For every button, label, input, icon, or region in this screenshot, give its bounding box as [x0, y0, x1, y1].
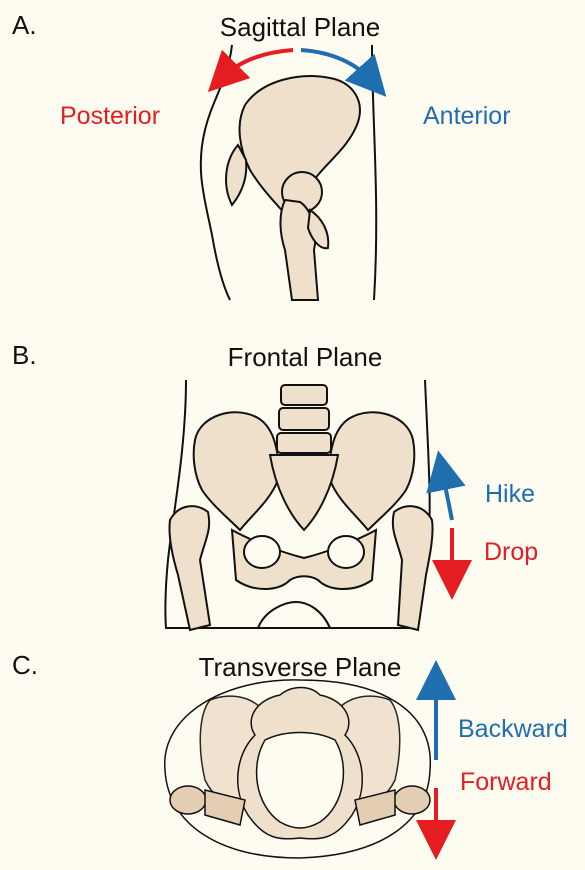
pelvic-inlet: [257, 733, 344, 829]
right-femoral-head: [394, 786, 430, 814]
panel-letter-a: A.: [12, 10, 37, 41]
transverse-title: Transverse Plane: [180, 652, 420, 683]
sacrum-shape: [226, 145, 246, 205]
forward-label: Forward: [460, 768, 552, 797]
panel-sagittal: A. Sagittal Plane Posterior Anterior: [0, 0, 585, 310]
left-femur: [169, 506, 210, 630]
left-obturator: [244, 536, 280, 568]
sagittal-title: Sagittal Plane: [200, 12, 400, 43]
body-outline-front: [372, 45, 376, 300]
hike-arrow: [442, 470, 452, 520]
posterior-arrow: [222, 50, 293, 78]
vertebra-2: [279, 408, 329, 430]
crotch-outline: [258, 602, 330, 628]
right-femur: [393, 506, 433, 630]
sagittal-illustration: [0, 0, 585, 310]
sacrum: [270, 455, 338, 530]
panel-frontal: B. Frontal Plane Hike Drop: [0, 330, 585, 650]
right-obturator: [328, 536, 364, 568]
panel-transverse: C. Transverse Plane Backward Forward: [0, 640, 585, 870]
panel-letter-c: C.: [12, 650, 38, 681]
anterior-label: Anterior: [423, 102, 511, 131]
drop-label: Drop: [484, 538, 538, 567]
frontal-title: Frontal Plane: [200, 342, 410, 373]
hike-label: Hike: [485, 480, 535, 509]
vertebra-1: [281, 385, 327, 405]
panel-letter-b: B.: [12, 340, 37, 371]
backward-label: Backward: [458, 715, 568, 744]
vertebra-3: [277, 433, 331, 453]
posterior-label: Posterior: [60, 102, 160, 131]
left-femoral-head: [170, 786, 206, 814]
